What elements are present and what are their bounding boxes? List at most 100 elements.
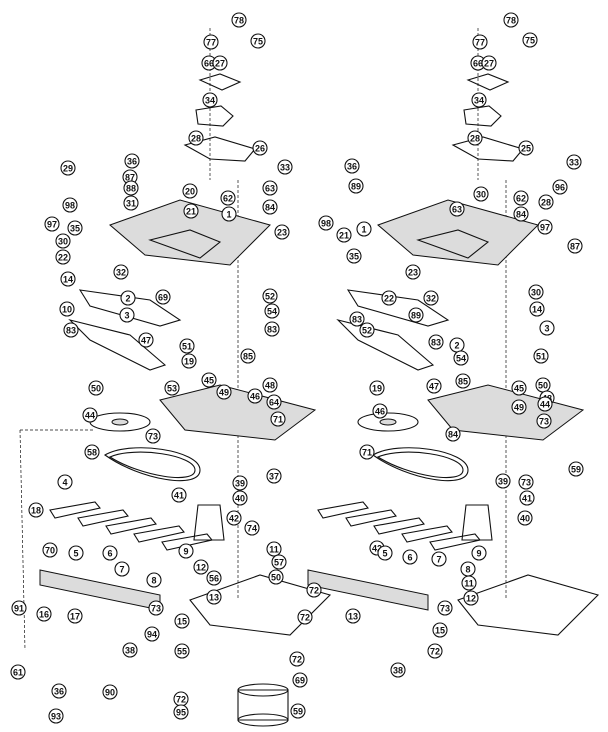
callout-number: 71: [362, 448, 372, 458]
lever-part: [68, 318, 167, 371]
top-arm-part: [198, 73, 242, 91]
callout-circle: [402, 549, 418, 565]
callout-number: 72: [309, 586, 319, 596]
callout-circle: [511, 399, 527, 415]
callout-right-17: 84: [513, 206, 529, 222]
callout-circle: [28, 502, 44, 518]
callout-number: 85: [243, 352, 253, 362]
callout-right-0: 78: [503, 12, 519, 28]
callout-circle: [264, 321, 280, 337]
callout-circle: [566, 154, 582, 170]
callout-left-89: 59: [290, 703, 306, 719]
callout-left-7: 26: [252, 140, 268, 156]
callout-number: 50: [538, 381, 548, 391]
callout-number: 25: [521, 144, 531, 154]
callout-circle: [567, 238, 583, 254]
callout-number: 73: [440, 604, 450, 614]
callout-circle: [431, 551, 447, 567]
callout-number: 8: [151, 576, 156, 586]
callout-number: 5: [73, 549, 78, 559]
callout-number: 31: [126, 199, 136, 209]
callout-number: 51: [536, 352, 546, 362]
callout-left-33: 52: [262, 288, 278, 304]
callout-right-39: 50: [535, 377, 551, 393]
callout-left-8: 36: [124, 153, 140, 169]
callout-right-43: 46: [372, 403, 388, 419]
callout-number: 70: [45, 546, 55, 556]
callout-circle: [206, 570, 222, 586]
callout-right-47: 71: [359, 444, 375, 460]
callout-number: 11: [464, 579, 474, 589]
callout-number: 84: [448, 430, 458, 440]
callout-left-39: 85: [240, 348, 256, 364]
callout-circle: [522, 32, 538, 48]
callout-circle: [381, 290, 397, 306]
callout-left-79: 55: [174, 643, 190, 659]
callout-number: 28: [191, 134, 201, 144]
callout-right-54: 5: [377, 545, 393, 561]
callout-circle: [471, 545, 487, 561]
callout-number: 41: [174, 491, 184, 501]
callout-right-63: 15: [432, 622, 448, 638]
callout-circle: [518, 140, 534, 156]
callout-number: 78: [234, 16, 244, 26]
callout-circle: [178, 543, 194, 559]
callout-right-44: 44: [537, 396, 553, 412]
callout-left-36: 51: [179, 338, 195, 354]
callout-circle: [59, 301, 75, 317]
base-chassis: [457, 574, 600, 636]
callout-left-35: 83: [264, 321, 280, 337]
callout-circle: [568, 461, 584, 477]
bracket-26-part: [451, 136, 524, 162]
callout-number: 62: [223, 194, 233, 204]
callout-left-80: 38: [122, 642, 138, 658]
callout-right-59: 11: [461, 575, 477, 591]
callout-circle: [503, 12, 519, 28]
callout-right-32: 2: [449, 337, 465, 353]
callout-right-2: 75: [522, 32, 538, 48]
callout-left-16: 30: [55, 233, 71, 249]
callout-left-60: 5: [68, 545, 84, 561]
callout-left-15: 97: [44, 216, 60, 232]
callout-circle: [359, 444, 375, 460]
callout-circle: [428, 334, 444, 350]
callout-circle: [124, 153, 140, 169]
callout-right-42: 49: [511, 399, 527, 415]
key-lever: [77, 509, 130, 527]
callout-number: 36: [347, 162, 357, 172]
callout-right-56: 7: [431, 551, 447, 567]
callout-right-8: 36: [344, 158, 360, 174]
callout-left-84: 90: [102, 684, 118, 700]
callout-left-64: 9: [178, 543, 194, 559]
callout-left-28: 69: [155, 289, 171, 305]
callout-circle: [102, 545, 118, 561]
callout-number: 73: [539, 417, 549, 427]
callout-right-1: 77: [472, 34, 488, 50]
callout-circle: [290, 703, 306, 719]
callout-circle: [181, 353, 197, 369]
callout-circle: [122, 642, 138, 658]
callout-number: 30: [58, 237, 68, 247]
callout-circle: [123, 180, 139, 196]
callout-left-17: 20: [182, 183, 198, 199]
callout-number: 42: [229, 514, 239, 524]
callout-left-42: 45: [201, 372, 217, 388]
callout-circle: [277, 159, 293, 175]
callout-left-59: 70: [42, 542, 58, 558]
callout-number: 19: [184, 357, 194, 367]
callout-circle: [519, 490, 535, 506]
callout-number: 96: [555, 183, 565, 193]
callout-right-55: 6: [402, 549, 418, 565]
callout-number: 23: [408, 268, 418, 278]
callout-right-16: 63: [449, 201, 465, 217]
callout-number: 73: [148, 432, 158, 442]
callout-number: 59: [571, 465, 581, 475]
callout-right-52: 40: [517, 510, 533, 526]
callout-left-31: 3: [119, 307, 135, 323]
callout-number: 74: [247, 524, 257, 534]
callout-number: 30: [531, 288, 541, 298]
callout-number: 14: [532, 305, 542, 315]
callout-circle: [455, 373, 471, 389]
callout-left-21: 21: [183, 203, 199, 219]
